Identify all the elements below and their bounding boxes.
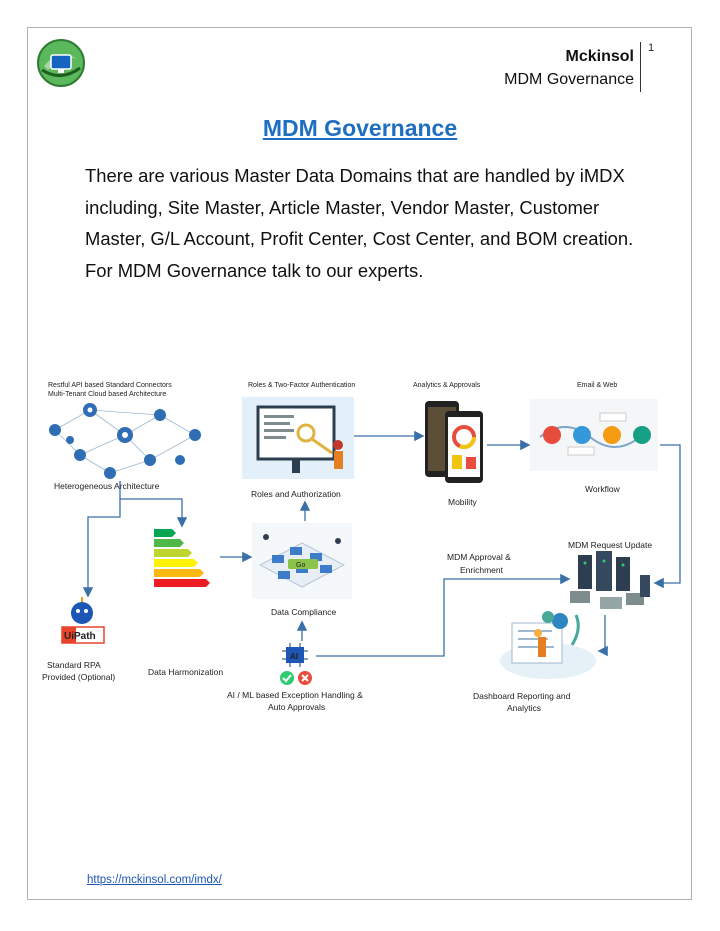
label-mdm-approval-2: Enrichment [460,565,504,575]
go-text: Go [296,562,305,569]
label-mdm-approval-1: MDM Approval & [447,552,511,562]
header-company: Mckinsol [565,48,634,65]
header-divider [640,42,641,92]
body-paragraph: There are various Master Data Domains th… [85,165,634,281]
document-title: MDM Governance [262,115,458,141]
mdm-governance-diagram: Restful API based Standard Connectors Mu… [42,382,681,713]
uipath-robot-icon: UiPath [61,597,105,644]
page-frame [27,27,692,900]
label-mobility: Mobility [448,497,478,507]
label-ai-ml-1: AI / ML based Exception Handling & [227,690,363,700]
label-dashboard-2: Analytics [507,703,541,713]
data-compliance-image: Go [252,523,352,599]
dashboard-reporting-image [500,611,596,679]
label-email-web: Email & Web [577,382,617,389]
label-data-compliance: Data Compliance [271,607,336,617]
uipath-logo-text: UiPath [64,631,96,642]
page-number: 1 [648,42,655,54]
mckinsol-logo [37,39,85,87]
label-standard-rpa-2: Provided (Optional) [42,672,115,682]
label-analytics-approvals: Analytics & Approvals [413,382,481,389]
workflow-image [530,399,658,471]
label-multi-tenant: Multi-Tenant Cloud based Architecture [48,391,166,398]
ai-chip-icon: AI [280,643,312,685]
label-dashboard-1: Dashboard Reporting and [473,691,571,701]
footer-link[interactable]: https://mckinsol.com/imdx/ [87,874,222,886]
flow-arrows [82,430,681,657]
label-standard-rpa-1: Standard RPA [47,660,101,670]
header-subtitle: MDM Governance [504,71,634,88]
label-roles-2fa: Roles & Two-Factor Authentication [248,382,355,389]
label-ai-ml-2: Auto Approvals [268,702,325,712]
label-heterogeneous-architecture: Heterogeneous Architecture [54,481,160,491]
ai-chip-text: AI [290,652,298,661]
network-icon-cluster [49,403,201,479]
servers-image [570,551,650,609]
energy-rating-bars-image [148,525,218,589]
label-restful-api: Restful API based Standard Connectors [48,382,172,389]
mobility-phones-image [425,401,483,483]
roles-authorization-image [242,397,354,479]
label-roles-authorization: Roles and Authorization [251,489,341,499]
label-data-harmonization: Data Harmonization [148,667,223,677]
label-mdm-request-update: MDM Request Update [568,540,652,550]
label-workflow: Workflow [585,484,621,494]
